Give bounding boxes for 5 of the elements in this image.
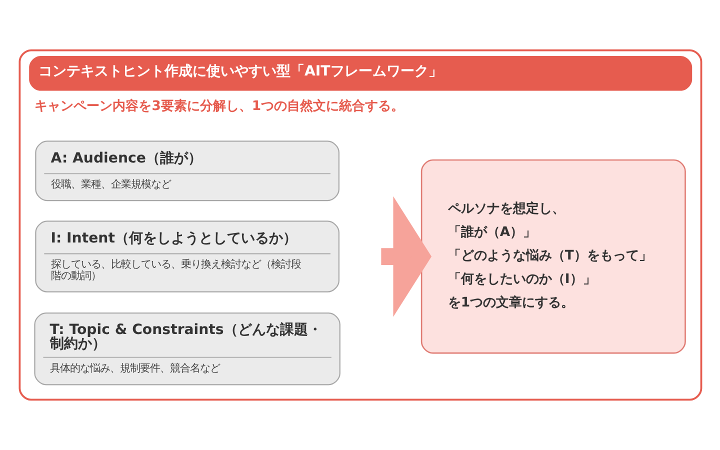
node-box: T: Topic & Constraints（どんな課題・制約か） 具体的な悩み、規制要件、競合名など: [34, 312, 340, 386]
node-box: I: Intent（何をしようとしているか） 探している、比較している、乗り換え検討など（検討段階の動詞）: [35, 220, 340, 292]
arrow: [381, 196, 432, 317]
node-box: ペルソナを想定し、 「誰が（A）」 「どのような悩み（T）をもって」 「何をしたいのか（I）」 を1つの文章にする。: [420, 159, 686, 354]
node-box: A: Audience（誰が） 役職、業種、企業規模など: [35, 140, 340, 202]
